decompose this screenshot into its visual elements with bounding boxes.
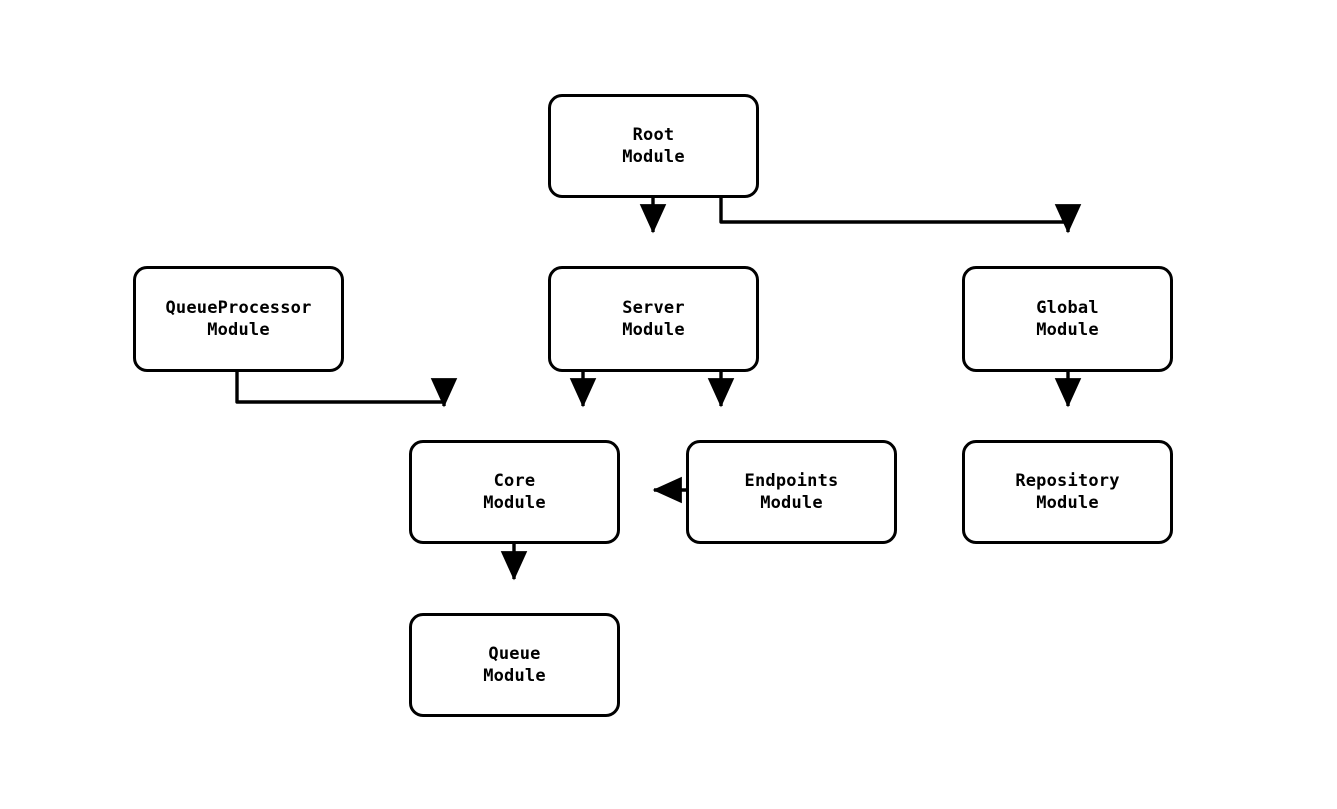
node-label-core: Core Module xyxy=(483,471,546,513)
node-root[interactable]: Root Module xyxy=(548,94,759,198)
node-core[interactable]: Core Module xyxy=(409,440,620,544)
edge-root-global xyxy=(719,198,1082,234)
node-queueprocessor[interactable]: QueueProcessor Module xyxy=(133,266,344,372)
node-server[interactable]: Server Module xyxy=(548,266,759,372)
node-endpoints[interactable]: Endpoints Module xyxy=(686,440,897,544)
node-label-root: Root Module xyxy=(622,125,685,167)
node-label-global: Global Module xyxy=(1036,298,1099,340)
edges-group xyxy=(235,198,1082,581)
node-repository[interactable]: Repository Module xyxy=(962,440,1173,544)
node-label-queue: Queue Module xyxy=(483,644,546,686)
node-label-queueprocessor: QueueProcessor Module xyxy=(165,298,312,340)
node-label-server: Server Module xyxy=(622,298,685,340)
node-queue[interactable]: Queue Module xyxy=(409,613,620,717)
node-label-endpoints: Endpoints Module xyxy=(744,471,839,513)
node-label-repository: Repository Module xyxy=(1015,471,1120,513)
node-global[interactable]: Global Module xyxy=(962,266,1173,372)
edge-queueprocessor-core xyxy=(235,372,458,408)
